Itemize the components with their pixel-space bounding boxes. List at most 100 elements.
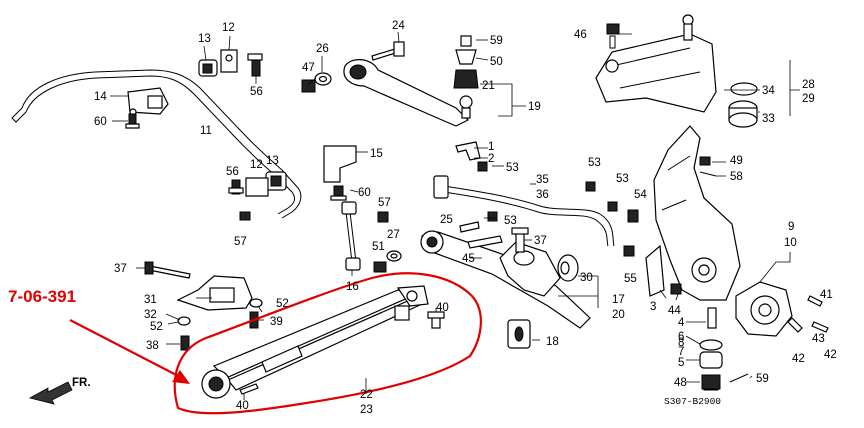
- label-42-left: 42: [792, 353, 805, 365]
- leader-lines: [110, 31, 800, 400]
- bracket-15: [323, 145, 357, 183]
- label-27: 27: [387, 229, 400, 241]
- label-38: 38: [146, 340, 159, 352]
- hose-35: [433, 175, 615, 247]
- label-35: 35: [536, 174, 549, 186]
- stabilizer-link-16: [341, 201, 361, 271]
- label-58: 58: [730, 171, 743, 183]
- bolt-37-lower-arm: [511, 227, 529, 253]
- ball-joint-parts-59-50-21: [453, 35, 479, 119]
- label-43: 43: [812, 333, 825, 345]
- label-53-d: 53: [504, 215, 517, 227]
- label-20: 20: [612, 309, 625, 321]
- label-3: 3: [650, 301, 656, 313]
- label-48: 48: [674, 377, 687, 389]
- holder-12-lower: [245, 177, 269, 197]
- label-57-left: 57: [234, 236, 247, 248]
- label-51: 51: [372, 241, 385, 253]
- bracket-3: [645, 244, 665, 297]
- washer-27: [386, 250, 402, 262]
- label-56-lower: 56: [226, 166, 239, 178]
- label-55: 55: [624, 273, 637, 285]
- label-34: 34: [762, 85, 775, 97]
- bolt-45: [467, 235, 503, 249]
- label-31: 31: [144, 294, 157, 306]
- label-13-top: 13: [198, 33, 211, 45]
- compensator-arm-19: [343, 59, 470, 127]
- label-42-right: 42: [824, 349, 837, 361]
- label-16: 16: [346, 281, 359, 293]
- label-49: 49: [730, 155, 743, 167]
- bushing-30: [557, 254, 579, 282]
- label-40-upper: 40: [436, 302, 449, 314]
- label-22: 22: [360, 389, 373, 401]
- label-60-left: 60: [94, 116, 107, 128]
- label-11: 11: [200, 125, 212, 137]
- label-36: 36: [536, 189, 549, 201]
- label-17: 17: [612, 294, 625, 306]
- label-52-left: 52: [150, 321, 163, 333]
- label-46: 46: [574, 29, 587, 41]
- label-53-a: 53: [506, 162, 519, 174]
- bolt-24: [371, 41, 405, 61]
- label-5: 5: [678, 357, 684, 369]
- bushing-33: [728, 100, 758, 128]
- label-60-center: 60: [358, 187, 371, 199]
- upper-arm-28: [595, 14, 717, 113]
- bushing-13-top: [198, 59, 218, 77]
- label-4: 4: [678, 317, 685, 329]
- stabilizer-bar: [11, 69, 302, 219]
- label-47: 47: [302, 62, 315, 74]
- label-12-lower: 12: [250, 159, 263, 171]
- label-30: 30: [580, 272, 593, 284]
- label-8: 8: [678, 337, 684, 349]
- label-37-lower: 37: [534, 235, 547, 247]
- label-6: 6: [678, 331, 684, 343]
- bolts-54-55: [623, 209, 639, 257]
- bolt-60-center: [330, 185, 347, 201]
- label-21: 21: [482, 80, 495, 92]
- washer-52-right: [249, 298, 263, 308]
- bolt-25: [459, 221, 480, 233]
- bushing-13-lower: [265, 171, 287, 191]
- label-24: 24: [392, 20, 405, 32]
- label-14: 14: [94, 91, 107, 103]
- nut-57-left: [239, 211, 251, 221]
- clip-1-2: [455, 141, 481, 161]
- trailing-arm-22: [201, 285, 429, 399]
- label-53-b: 53: [588, 157, 601, 169]
- label-45: 45: [462, 253, 475, 265]
- label-32: 32: [144, 309, 157, 321]
- drawing-code: S307-B2900: [664, 396, 721, 407]
- label-53-c: 53: [616, 173, 629, 185]
- label-26: 26: [316, 43, 329, 55]
- label-59-bottom: 59: [756, 373, 769, 385]
- hub-bolts-41-42-43: [787, 295, 829, 333]
- label-50: 50: [490, 56, 503, 68]
- hub-unit-9: [735, 281, 793, 337]
- label-19: 19: [528, 101, 541, 113]
- knuckle: [653, 125, 741, 301]
- label-40-lower: 40: [236, 400, 249, 412]
- label-12-top: 12: [222, 22, 235, 34]
- label-28: 28: [802, 79, 815, 91]
- nut-57-center: [377, 211, 389, 223]
- bushing-18: [507, 319, 531, 349]
- highlight-arrowhead: [172, 370, 190, 384]
- label-56-top: 56: [250, 86, 263, 98]
- label-10: 10: [784, 237, 797, 249]
- bolt-40-upper: [427, 311, 445, 329]
- label-39: 39: [270, 316, 283, 328]
- front-direction-arrow: [28, 381, 73, 405]
- label-7: 7: [678, 346, 684, 358]
- front-direction-label: FR.: [72, 377, 91, 389]
- label-18: 18: [546, 336, 559, 348]
- label-25: 25: [440, 214, 453, 226]
- washer-52-left: [177, 316, 191, 326]
- highlight-arrow: [69, 319, 187, 381]
- reference-number: 7-06-391: [8, 287, 76, 306]
- bolt-60-left: [125, 113, 140, 129]
- washer-26: [314, 72, 332, 86]
- nut-44: [670, 283, 682, 295]
- label-54: 54: [634, 189, 647, 201]
